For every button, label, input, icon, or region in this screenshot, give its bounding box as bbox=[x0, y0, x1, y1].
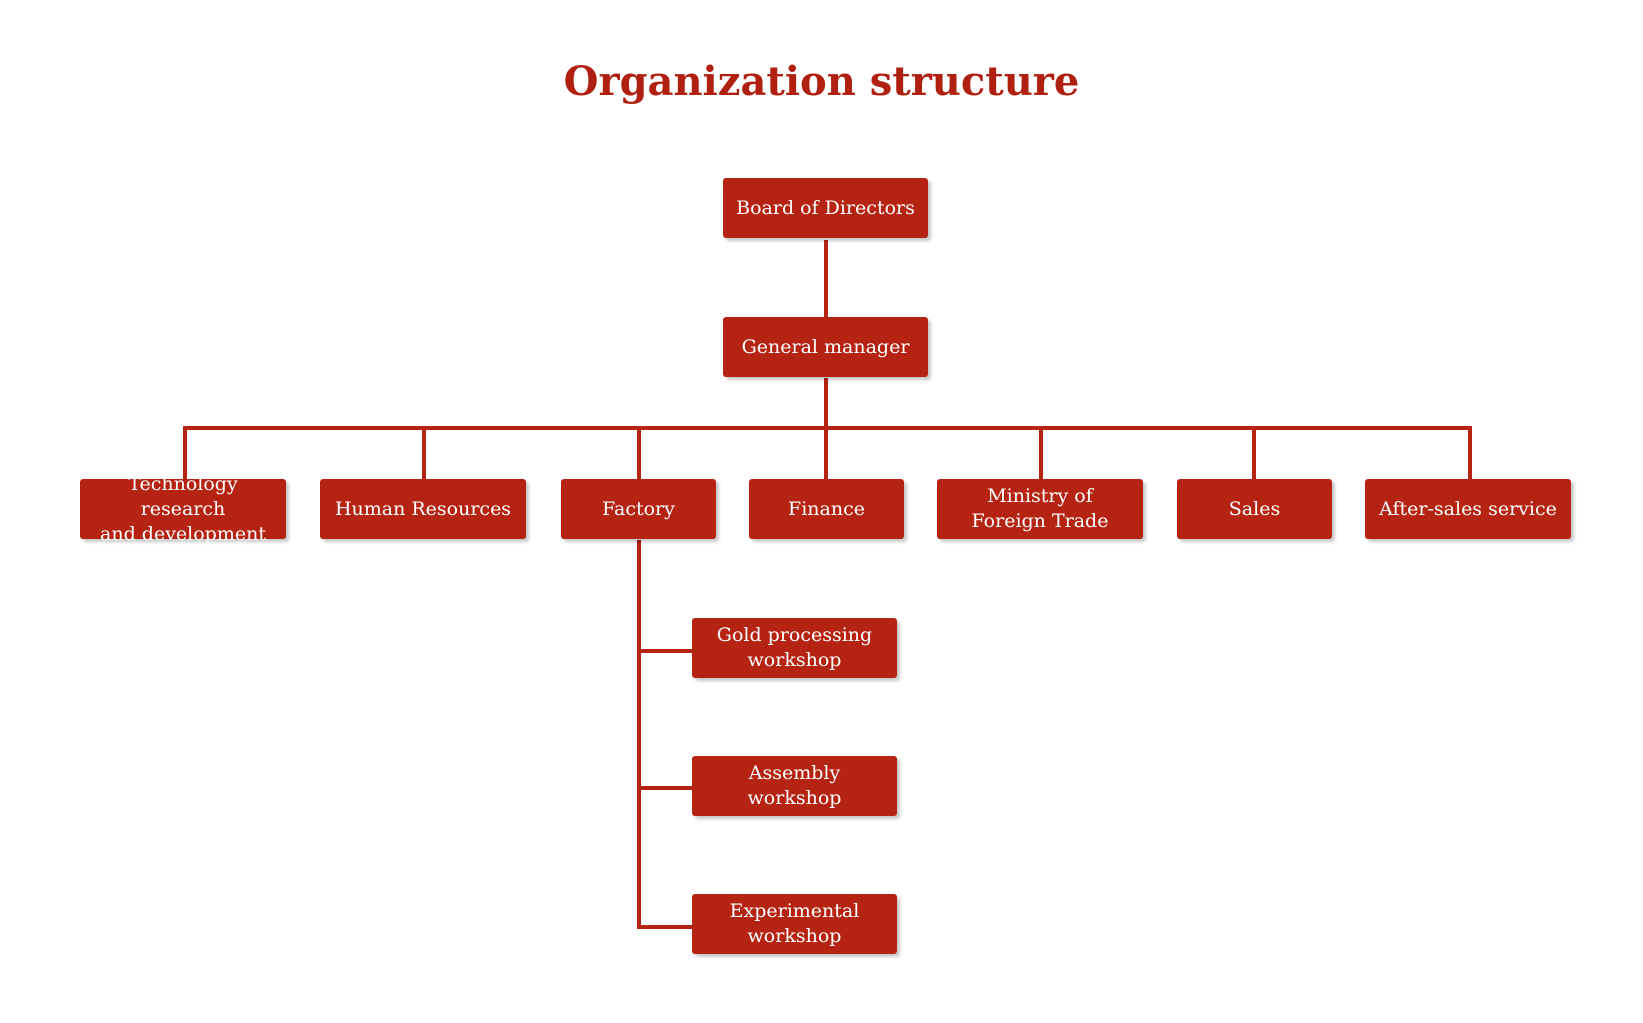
node-factory[interactable]: Factory bbox=[561, 479, 716, 539]
node-gold-processing-workshop[interactable]: Gold processing workshop bbox=[692, 618, 897, 678]
node-general-manager[interactable]: General manager bbox=[723, 317, 928, 377]
node-board-of-directors[interactable]: Board of Directors bbox=[723, 178, 928, 238]
chart-title: Organization structure bbox=[563, 58, 1080, 105]
node-sales[interactable]: Sales bbox=[1177, 479, 1332, 539]
node-ministry-foreign-trade[interactable]: Ministry of Foreign Trade bbox=[937, 479, 1143, 539]
node-technology-research[interactable]: Technology research and development bbox=[80, 473, 286, 545]
node-human-resources[interactable]: Human Resources bbox=[320, 479, 526, 539]
node-experimental-workshop[interactable]: Experimental workshop bbox=[692, 894, 897, 954]
node-after-sales-service[interactable]: After-sales service bbox=[1365, 479, 1571, 539]
node-finance[interactable]: Finance bbox=[749, 479, 904, 539]
node-assembly-workshop[interactable]: Assembly workshop bbox=[692, 756, 897, 816]
